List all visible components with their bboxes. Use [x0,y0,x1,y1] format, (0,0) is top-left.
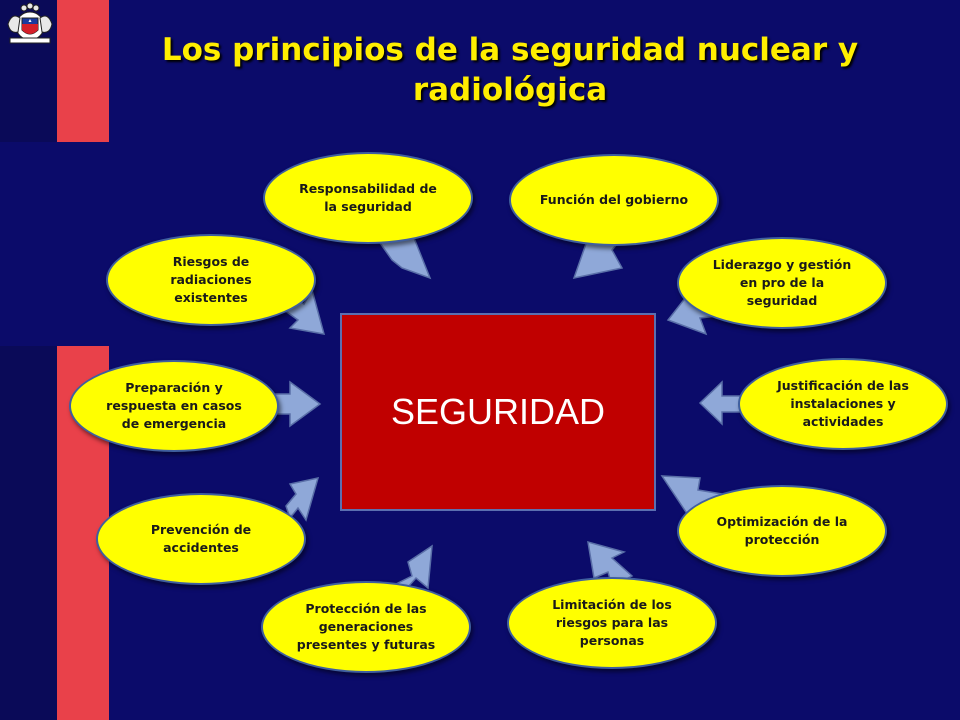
principle-prevencion: Prevención de accidentes [96,493,306,585]
principle-liderazgo: Liderazgo y gestión en pro de la segurid… [677,237,887,329]
principle-gobierno: Función del gobierno [509,154,719,246]
arrow-prevencion [285,477,320,522]
principle-emergencia: Preparación y respuesta en casos de emer… [69,360,279,452]
principle-generaciones: Protección de las generaciones presentes… [261,581,471,673]
page-title: Los principios de la seguridad nuclear y… [161,32,859,108]
principle-limitacion: Limitación de los riesgos para las perso… [507,577,717,669]
principle-riesgos: Riesgos de radiaciones existentes [106,234,316,326]
principle-justificacion: Justificación de las instalaciones y act… [738,358,948,450]
left-stripe-blue-bottom [0,346,58,720]
central-concept-box: SEGURIDAD [340,313,656,511]
coat-of-arms-logo [7,2,53,44]
principle-optimizacion: Optimización de la protección [677,485,887,577]
principle-responsabilidad: Responsabilidad de la seguridad [263,152,473,244]
left-stripe-red-top [57,0,109,142]
